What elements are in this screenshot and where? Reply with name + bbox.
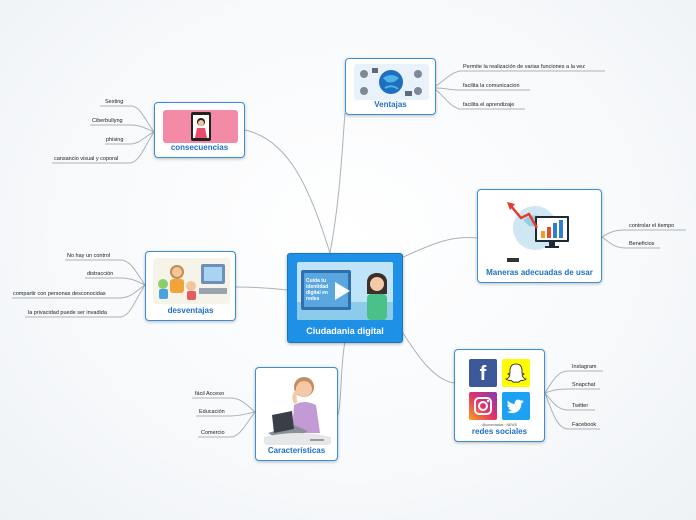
leaf-consecuencias-2[interactable]: Ciberbullyng xyxy=(92,118,123,124)
ventajas-image xyxy=(354,64,429,100)
redes-image-caption: @conectados · NEWS xyxy=(481,423,518,427)
link-redes xyxy=(400,329,455,384)
leaf-redes-2[interactable]: Snapchat xyxy=(572,382,596,388)
facebook-icon: f xyxy=(469,359,497,387)
leaf-desventajas-1[interactable]: No hay un control xyxy=(67,253,111,259)
leaf-maneras-2[interactable]: Beneficios xyxy=(629,241,655,247)
link-maneras xyxy=(400,236,478,259)
leaf-redes-1[interactable]: Instagram xyxy=(572,364,597,370)
topic-consecuencias[interactable]: consecuencias xyxy=(154,102,245,158)
leaf-ventajas-1[interactable]: Permite la realización de varias funcion… xyxy=(463,64,585,70)
leaf-ventajas-2[interactable]: facilita la comunicacion xyxy=(463,83,520,89)
leaf-desventajas-4[interactable]: la privacidad puede ser invadida xyxy=(28,310,107,316)
link-caracteristicas xyxy=(337,340,346,416)
leaf-caracteristicas-3[interactable]: Comercio xyxy=(201,430,225,436)
topic-caracteristicas-label: Características xyxy=(267,446,326,455)
consecuencias-image xyxy=(163,110,238,143)
link-desventajas xyxy=(235,286,288,291)
leaf-caracteristicas-2[interactable]: Educación xyxy=(199,409,225,415)
leaf-consecuencias-4[interactable]: cansancio visual y coporal xyxy=(54,156,119,162)
caracteristicas-image xyxy=(264,373,331,445)
central-topic-ciudadania-digital[interactable]: Cuida tu identidad digital en redes Ciud… xyxy=(287,253,403,343)
maneras-image xyxy=(505,198,575,264)
topic-desventajas[interactable]: desventajas xyxy=(145,251,236,321)
central-video-thumbnail[interactable]: Cuida tu identidad digital en redes xyxy=(297,262,393,320)
topic-ventajas[interactable]: Ventajas xyxy=(345,58,436,115)
leaf-consecuencias-3[interactable]: phising xyxy=(106,137,124,143)
leaf-consecuencias-1[interactable]: Sexting xyxy=(105,99,124,105)
leaf-caracteristicas-1[interactable]: fácil Acceso xyxy=(195,391,225,397)
link-consecuencias xyxy=(244,129,331,254)
leaf-ventajas-3[interactable]: facilita el aprendizaje xyxy=(463,102,515,108)
desventajas-image xyxy=(153,258,230,304)
snapchat-icon xyxy=(502,359,530,387)
topic-consecuencias-label: consecuencias xyxy=(170,143,229,152)
leaf-desventajas-3[interactable]: compartir con personas desconocidas xyxy=(13,291,106,297)
topic-desventajas-label: desventajas xyxy=(167,306,214,315)
central-slide-text: Cuida tu identidad digital en redes xyxy=(306,278,329,302)
leaf-redes-4[interactable]: Facebook xyxy=(572,422,597,428)
leaf-redes-3[interactable]: Twitter xyxy=(572,403,589,409)
topic-redes-label: redes sociales xyxy=(471,427,528,436)
topic-maneras-adecuadas[interactable]: Maneras adecuadas de usar xyxy=(477,189,602,283)
topic-caracteristicas[interactable]: Características xyxy=(255,367,338,461)
central-topic-label: Ciudadania digital xyxy=(306,326,384,336)
topic-ventajas-label: Ventajas xyxy=(374,100,407,109)
instagram-icon xyxy=(469,392,497,420)
link-ventajas xyxy=(329,112,346,254)
topic-redes-sociales[interactable]: f @conectados · NEWS redes sociales xyxy=(454,349,545,442)
leaf-maneras-1[interactable]: controlar el tiempo xyxy=(629,223,675,229)
topic-maneras-label: Maneras adecuadas de usar xyxy=(486,268,593,277)
twitter-icon xyxy=(502,392,530,420)
leaf-desventajas-2[interactable]: distracción xyxy=(87,271,114,277)
